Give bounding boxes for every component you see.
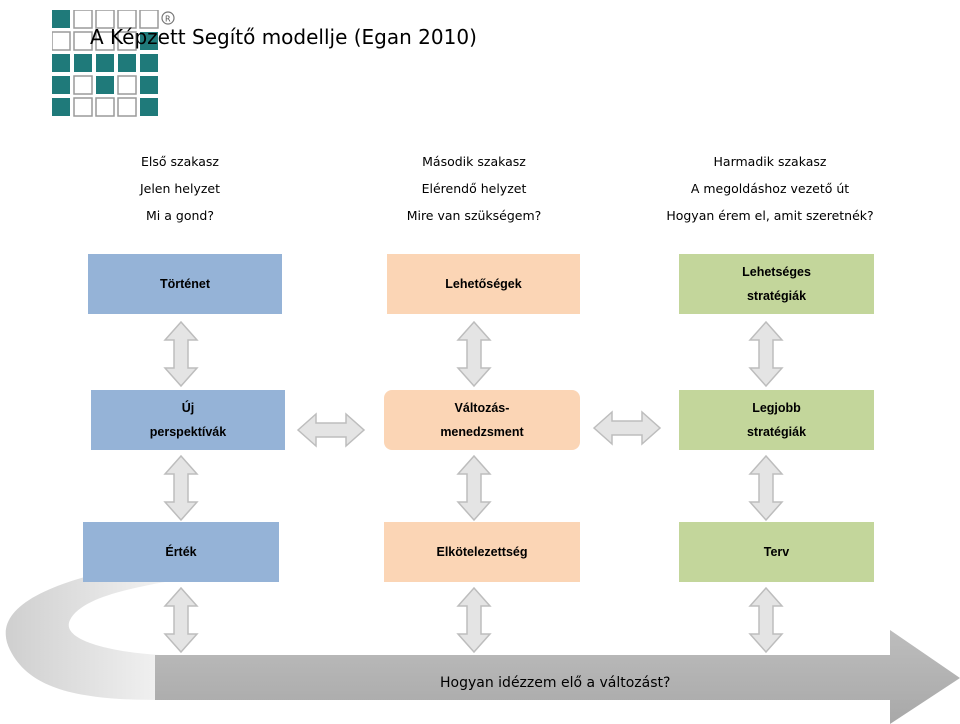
stage-name: Második szakasz: [422, 154, 526, 169]
stage-question: Mi a gond?: [146, 208, 214, 223]
box-label-line2: stratégiák: [746, 425, 807, 439]
vertical-double-arrow: [163, 454, 199, 522]
box-label-line2: perspektívák: [149, 425, 227, 439]
box-label: Történet: [160, 277, 210, 291]
box-lehetseges-strategiak: Lehetséges stratégiák: [679, 254, 874, 314]
box-terv: Terv: [679, 522, 874, 582]
stage-subtitle: Elérendő helyzet: [421, 181, 527, 196]
vertical-double-arrow: [748, 454, 784, 522]
stage-name: Első szakasz: [141, 154, 219, 169]
logo-icon: R: [52, 10, 175, 117]
stage-header-2: Második szakasz Elérendő helyzet Mire va…: [384, 148, 564, 229]
vertical-double-arrow: [163, 320, 199, 388]
stage-name: Harmadik szakasz: [713, 154, 827, 169]
stage-subtitle: A megoldáshoz vezető út: [690, 181, 850, 196]
box-label: Érték: [165, 545, 197, 559]
horizontal-double-arrow: [592, 410, 662, 446]
box-uj-perspektivak: Új perspektívák: [91, 390, 285, 450]
page-title: A Képzett Segítő modellje (Egan 2010): [90, 25, 477, 49]
stage-header-1: Első szakasz Jelen helyzet Mi a gond?: [100, 148, 260, 229]
box-label-line2: stratégiák: [746, 289, 807, 303]
horizontal-double-arrow: [296, 412, 366, 448]
stage-question: Mire van szükségem?: [406, 208, 542, 223]
box-elkotelezettseg: Elkötelezettség: [384, 522, 580, 582]
box-label-line1: Lehetséges: [742, 265, 811, 279]
box-legjobb-strategiak: Legjobb stratégiák: [679, 390, 874, 450]
vertical-double-arrow: [748, 586, 784, 654]
box-label-line1: Változás-: [454, 401, 510, 415]
stage-subtitle: Jelen helyzet: [139, 181, 221, 196]
box-lehetosegek: Lehetőségek: [387, 254, 580, 314]
stage-header-3: Harmadik szakasz A megoldáshoz vezető út…: [665, 148, 875, 229]
vertical-double-arrow: [456, 320, 492, 388]
big-arrow-body: [155, 630, 960, 724]
box-valtozasmenedzsment: Változás- menedzsment: [384, 390, 580, 450]
stage-question: Hogyan érem el, amit szeretnék?: [666, 208, 874, 223]
vertical-double-arrow: [748, 320, 784, 388]
box-tortenet: Történet: [88, 254, 282, 314]
box-label: Lehetőségek: [445, 277, 522, 291]
box-label-line2: menedzsment: [440, 425, 524, 439]
vertical-double-arrow: [163, 586, 199, 654]
vertical-double-arrow: [456, 586, 492, 654]
box-label-line1: Legjobb: [752, 401, 801, 415]
vertical-double-arrow: [456, 454, 492, 522]
box-label: Terv: [763, 545, 790, 559]
box-label: Elkötelezettség: [436, 545, 528, 559]
bottom-arrow-label: Hogyan idézzem elő a változást?: [440, 675, 671, 691]
box-ertek: Érték: [83, 522, 279, 582]
svg-text:R: R: [165, 15, 171, 24]
box-label-line1: Új: [181, 401, 195, 415]
curved-arrow-tail: [5, 560, 165, 700]
